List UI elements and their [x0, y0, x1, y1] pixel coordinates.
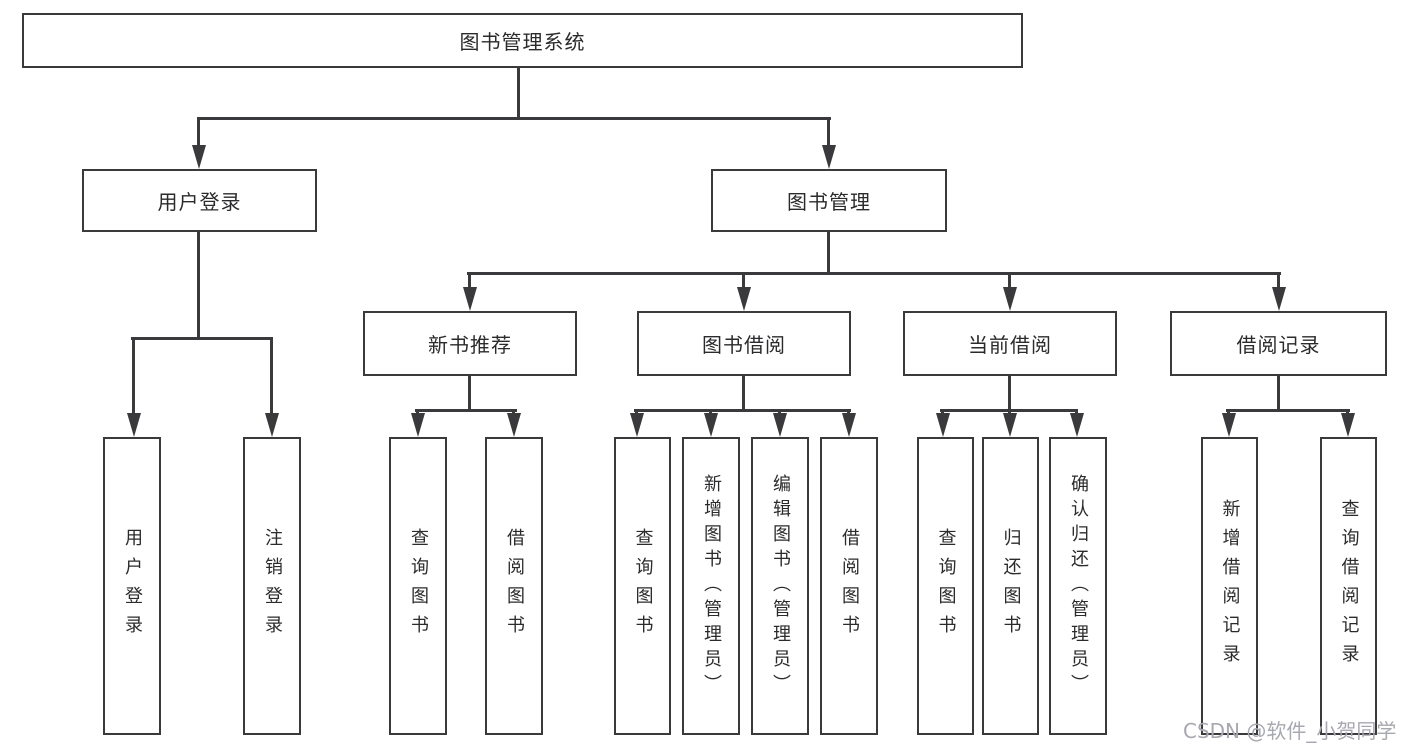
connector-book-management-stem [827, 232, 830, 272]
arrowhead-user-login [192, 145, 206, 169]
connector-user-login-stem [197, 232, 200, 337]
leaf-br-add-record: 新增借阅记录 [1201, 437, 1258, 735]
connector-user-login-bus [131, 337, 273, 340]
leaf-nbr-query-books: 查询图书 [389, 437, 447, 735]
leaf-bb-edit-books-admin-label: 编辑图书（管理员） [770, 473, 791, 699]
csdn-watermark: CSDN @软件_小贺同学 [1183, 719, 1397, 743]
arrowhead-book-management [822, 145, 836, 169]
arrowhead-bb-edit [773, 413, 787, 437]
leaf-cb-return-books: 归还图书 [982, 437, 1039, 735]
arrowhead-bb-add [704, 413, 718, 437]
node-current-borrowing: 当前借阅 [903, 311, 1117, 376]
leaf-logout: 注销登录 [243, 437, 301, 735]
node-book-management-label: 图书管理 [787, 190, 871, 214]
leaf-cb-query-books: 查询图书 [917, 437, 974, 735]
leaf-cb-query-books-label: 查询图书 [935, 528, 957, 644]
arrowhead-borrowing-records [1272, 287, 1286, 311]
leaf-bb-query-books-label: 查询图书 [632, 528, 654, 644]
node-book-borrowing: 图书借阅 [637, 311, 851, 376]
connector-borrowing-records-bus [1226, 409, 1350, 412]
connector-book-management-bus [467, 272, 1281, 275]
connector-new-book-bus [415, 409, 517, 412]
node-borrowing-records-label: 借阅记录 [1236, 333, 1321, 357]
leaf-user-login: 用户登录 [103, 437, 161, 735]
leaf-bb-borrow-books: 借阅图书 [820, 437, 878, 735]
node-user-login-label: 用户登录 [157, 190, 242, 214]
arrowhead-leaf-login [127, 413, 141, 437]
connector-drop-borrowing-records [1277, 272, 1280, 290]
arrowhead-nbr-query [411, 413, 425, 437]
node-book-management: 图书管理 [711, 169, 947, 232]
node-new-book-recommend: 新书推荐 [363, 311, 577, 376]
connector-new-book-stem [468, 376, 471, 409]
connector-drop-leaf-login [132, 337, 135, 415]
connector-root-bus [197, 117, 831, 120]
arrowhead-leaf-logout [265, 413, 279, 437]
leaf-br-query-record: 查询借阅记录 [1320, 437, 1377, 735]
arrowhead-nbr-borrow [507, 413, 521, 437]
arrowhead-br-query [1341, 413, 1355, 437]
connector-drop-book-management [827, 117, 830, 147]
connector-borrowing-records-stem [1277, 376, 1280, 409]
leaf-cb-return-books-label: 归还图书 [1000, 528, 1022, 644]
node-root: 图书管理系统 [22, 13, 1023, 68]
leaf-nbr-borrow-books-label: 借阅图书 [504, 528, 525, 644]
arrowhead-bb-query [630, 413, 644, 437]
node-user-login: 用户登录 [82, 169, 317, 232]
leaf-bb-edit-books-admin: 编辑图书（管理员） [751, 437, 809, 735]
leaf-user-login-label: 用户登录 [122, 528, 143, 644]
leaf-bb-add-books-admin: 新增图书（管理员） [682, 437, 740, 735]
leaf-logout-label: 注销登录 [262, 528, 283, 644]
leaf-bb-query-books: 查询图书 [614, 437, 671, 735]
connector-drop-current-borrowing [1008, 272, 1011, 290]
connector-root-stem [517, 68, 520, 117]
node-new-book-recommend-label: 新书推荐 [428, 333, 512, 357]
connector-current-borrowing-stem [1008, 376, 1011, 409]
leaf-cb-confirm-return-admin: 确认归还（管理员） [1049, 437, 1107, 735]
leaf-cb-confirm-return-admin-label: 确认归还（管理员） [1068, 473, 1089, 699]
connector-drop-leaf-logout [270, 337, 273, 415]
leaf-bb-borrow-books-label: 借阅图书 [839, 528, 860, 644]
leaf-nbr-query-books-label: 查询图书 [408, 528, 429, 644]
connector-book-borrowing-bus [634, 409, 851, 412]
node-root-label: 图书管理系统 [459, 30, 586, 54]
leaf-nbr-borrow-books: 借阅图书 [485, 437, 543, 735]
arrowhead-cb-return [1003, 413, 1017, 437]
arrowhead-book-borrowing [737, 287, 751, 311]
arrowhead-cb-confirm [1070, 413, 1084, 437]
connector-drop-new-book [468, 272, 471, 290]
arrowhead-br-add [1222, 413, 1236, 437]
node-book-borrowing-label: 图书借阅 [702, 333, 786, 357]
leaf-bb-add-books-admin-label: 新增图书（管理员） [701, 473, 722, 699]
connector-drop-user-login [197, 117, 200, 147]
arrowhead-new-book [463, 287, 477, 311]
connector-book-borrowing-stem [742, 376, 745, 409]
node-borrowing-records: 借阅记录 [1170, 311, 1387, 376]
leaf-br-query-record-label: 查询借阅记录 [1338, 499, 1360, 673]
arrowhead-bb-borrow [842, 413, 856, 437]
arrowhead-cb-query [936, 413, 950, 437]
arrowhead-current-borrowing [1003, 287, 1017, 311]
node-current-borrowing-label: 当前借阅 [968, 333, 1052, 357]
leaf-br-add-record-label: 新增借阅记录 [1219, 499, 1241, 673]
connector-drop-book-borrowing [742, 272, 745, 290]
